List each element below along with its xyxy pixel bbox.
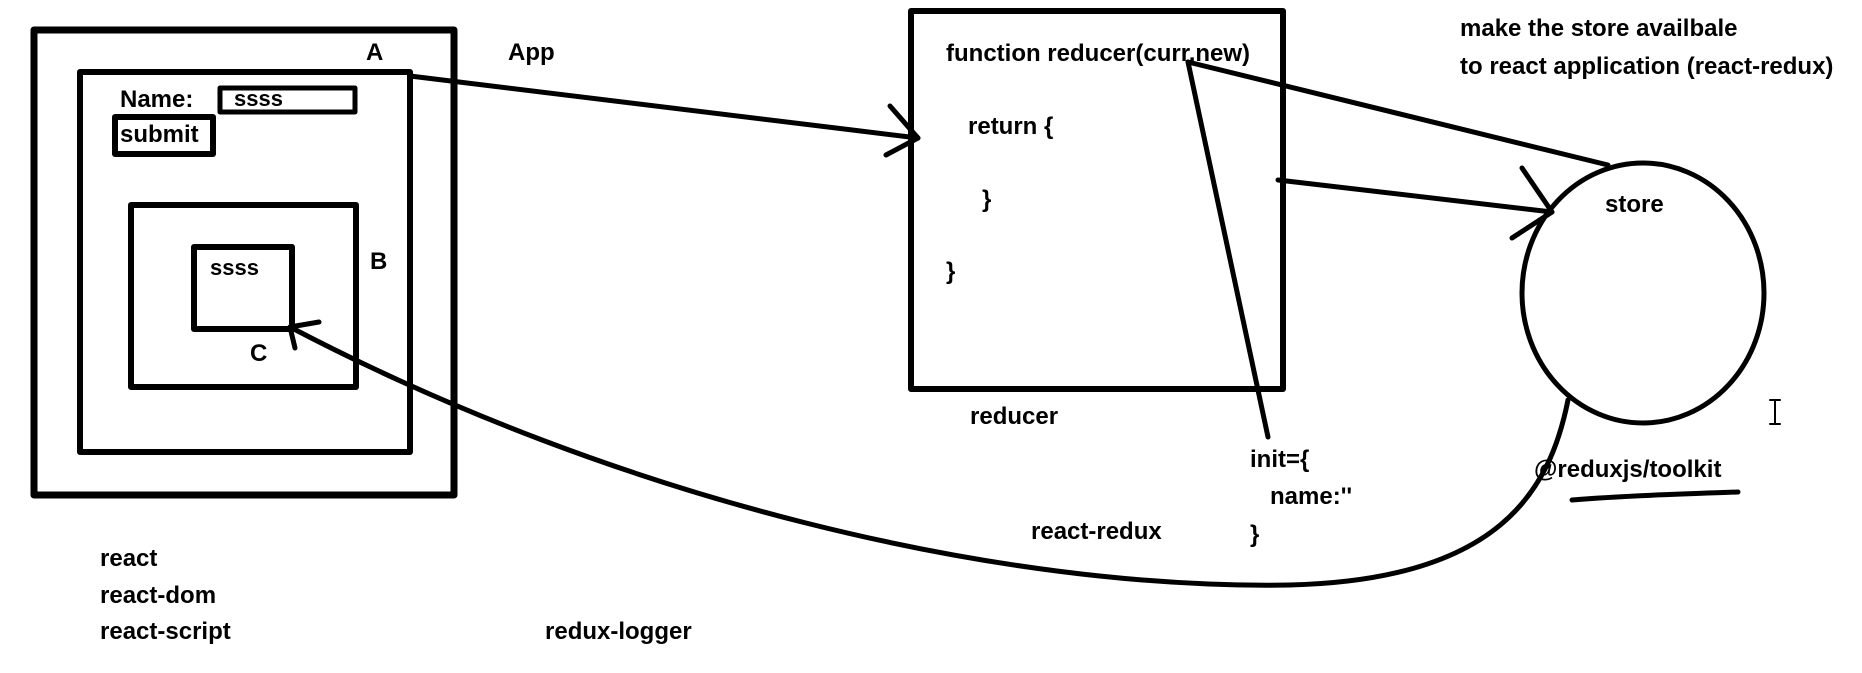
submit-button-label: submit xyxy=(120,121,199,148)
link-params-to-store xyxy=(1185,59,1611,168)
package-redux-logger: redux-logger xyxy=(545,618,692,645)
init-name-field: name:'' xyxy=(1270,483,1353,510)
component-a-label: A xyxy=(366,39,384,66)
reducer-return-open: return { xyxy=(968,113,1054,140)
reducer-box xyxy=(908,8,1286,392)
react-redux-connection-curve xyxy=(287,324,1571,588)
init-close: } xyxy=(1250,521,1260,548)
init-open: init={ xyxy=(1250,446,1310,473)
name-field-value: ssss xyxy=(234,86,283,111)
reducer-return-close: } xyxy=(982,186,992,213)
arrowhead-store xyxy=(1509,165,1555,241)
note-line-1: make the store availbale xyxy=(1460,15,1738,42)
toolkit-underline xyxy=(1569,489,1741,503)
store-circle xyxy=(1519,160,1767,426)
store-label: store xyxy=(1605,191,1664,218)
text-cursor-icon xyxy=(1769,399,1781,425)
package-react: react xyxy=(100,545,158,572)
component-a-box xyxy=(30,26,458,499)
component-b-label: B xyxy=(370,248,388,275)
component-c-label: C xyxy=(250,340,268,367)
react-redux-connector-label: react-redux xyxy=(1031,518,1162,545)
reducer-caption: reducer xyxy=(970,403,1059,430)
package-react-script: react-script xyxy=(100,618,231,645)
component-b-box xyxy=(128,202,359,390)
reducer-signature: function reducer(curr,new) xyxy=(946,40,1251,67)
note-line-2: to react application (react-redux) xyxy=(1460,53,1834,80)
component-c-value: ssss xyxy=(210,255,259,280)
arrow-app-to-reducer xyxy=(407,73,921,141)
arrow-reducer-to-store xyxy=(1275,177,1555,215)
package-react-dom: react-dom xyxy=(100,582,217,609)
reducer-function-close: } xyxy=(946,258,956,285)
component-c-box xyxy=(191,244,295,332)
arrowhead-reducer xyxy=(883,103,921,158)
arrowhead-component-c xyxy=(287,319,322,351)
link-params-to-init xyxy=(1185,59,1271,440)
name-field-label: Name: xyxy=(120,86,194,113)
app-form-box xyxy=(77,69,413,455)
toolkit-label: @reduxjs/toolkit xyxy=(1534,456,1722,483)
name-input-box xyxy=(217,85,358,115)
submit-button-box xyxy=(112,114,216,157)
app-label: App xyxy=(508,39,555,66)
